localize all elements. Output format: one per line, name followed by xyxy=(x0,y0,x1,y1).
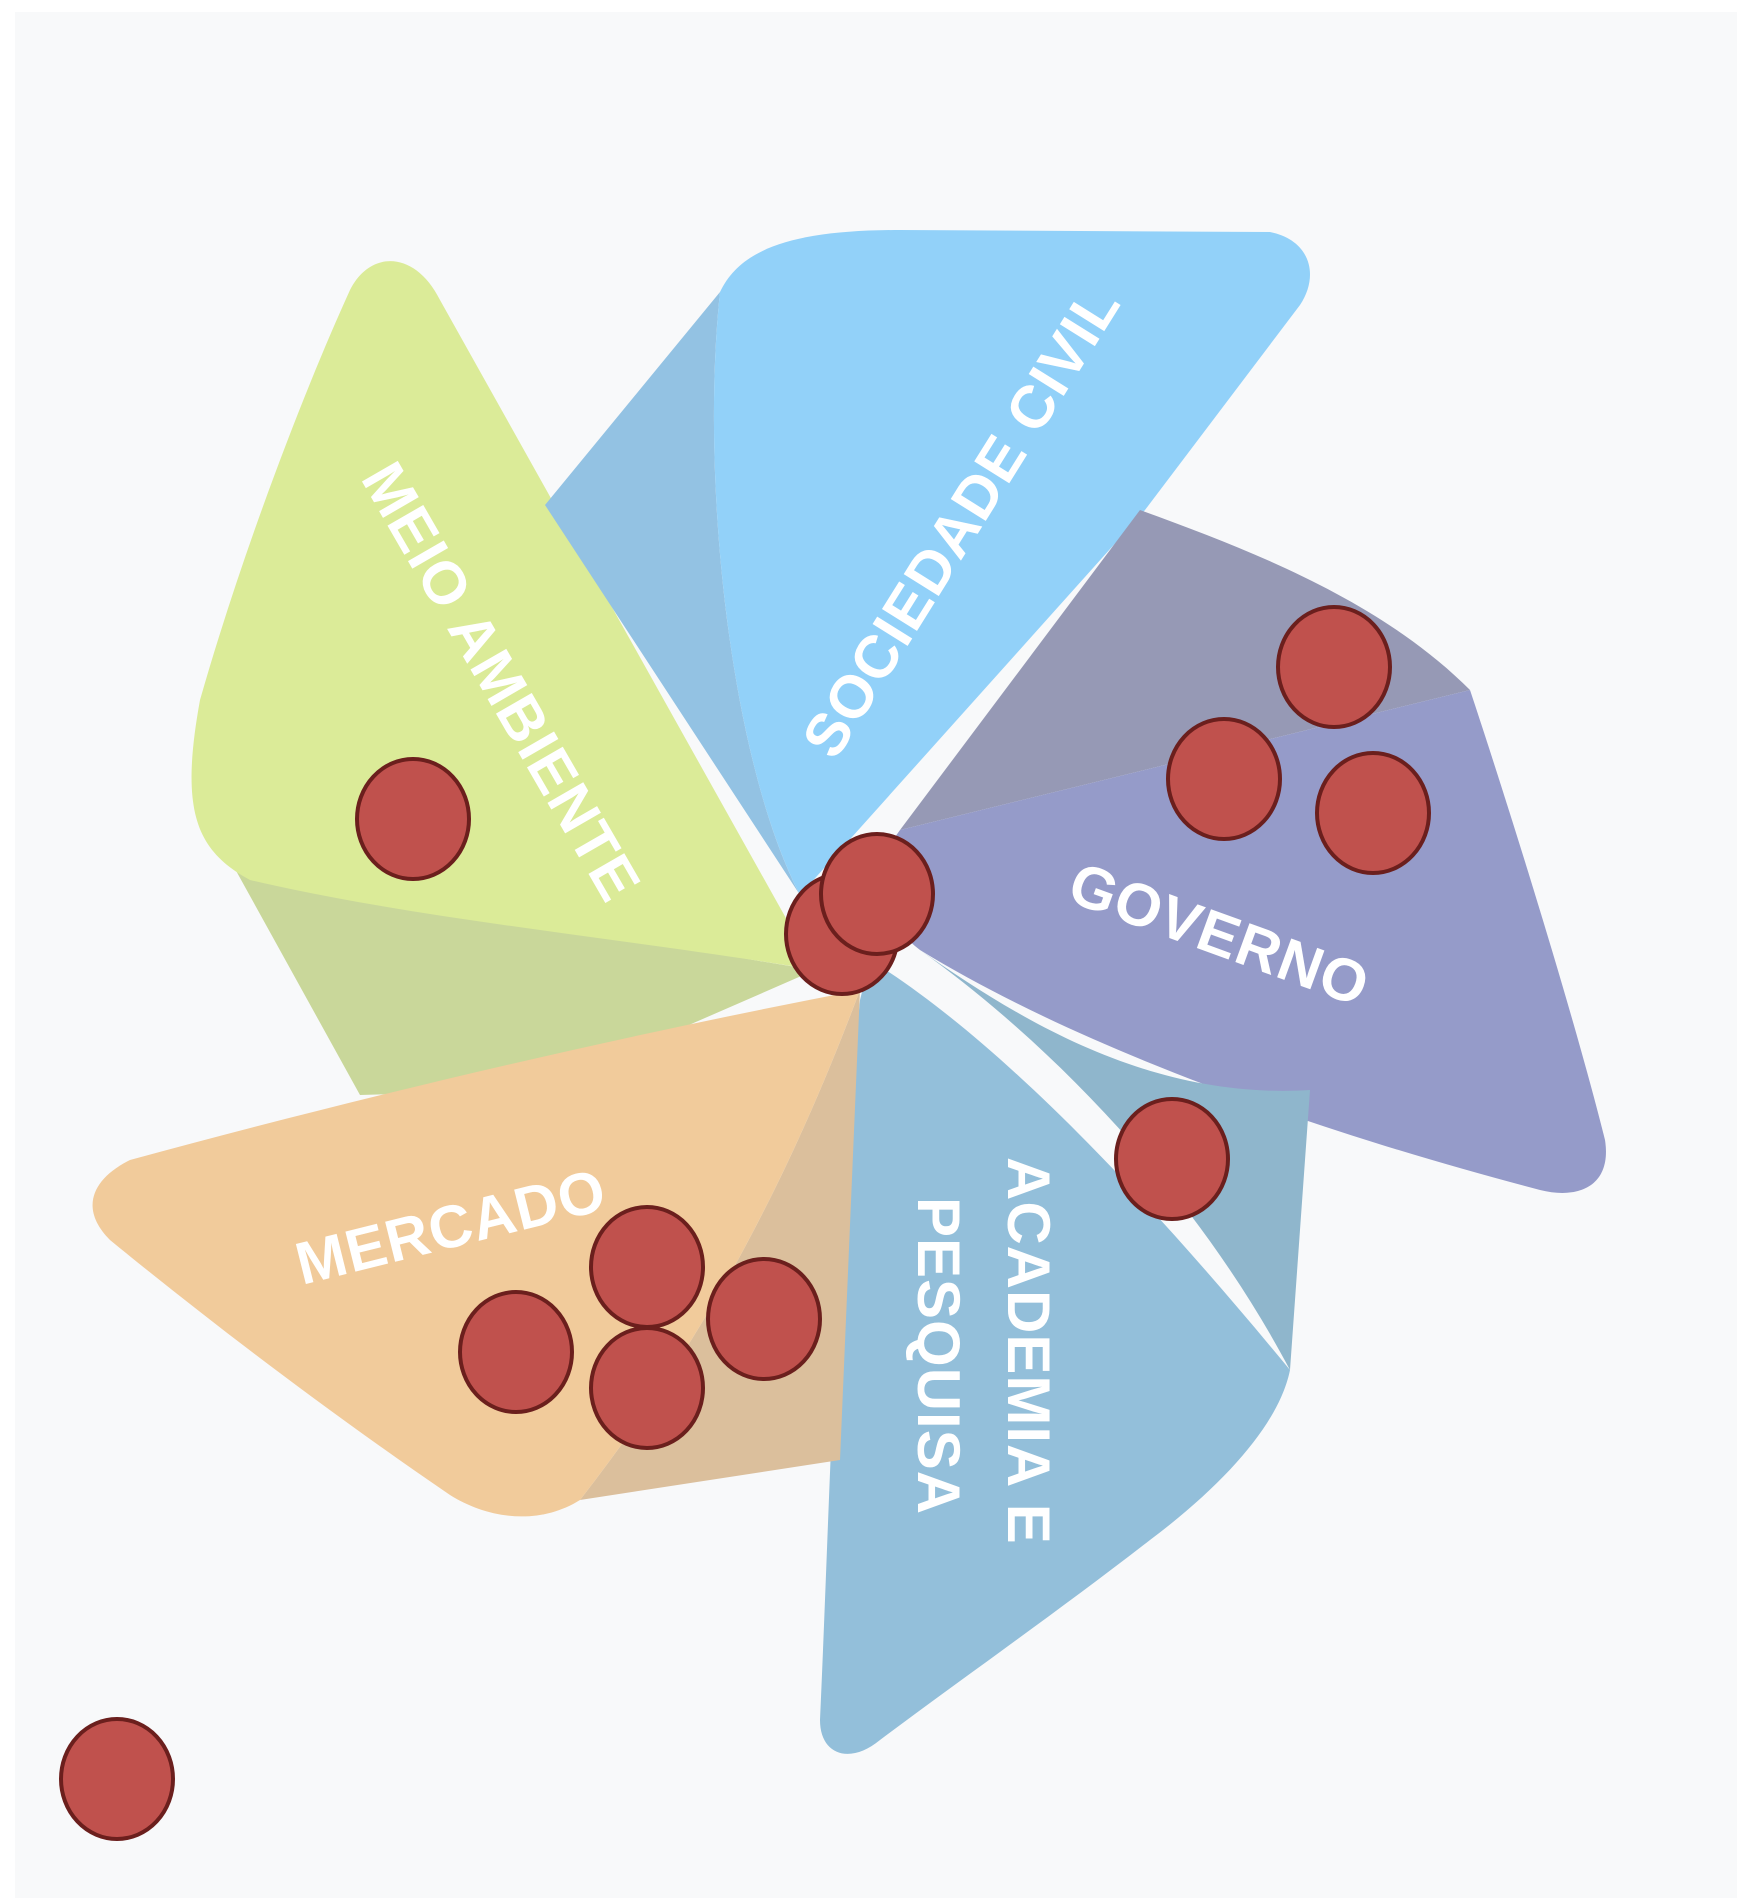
label-academia-line2: PESQUISA xyxy=(905,1197,972,1515)
marker-dot xyxy=(355,757,471,881)
marker-dot xyxy=(819,832,935,956)
blade-academia-fold xyxy=(920,950,1310,1370)
marker-dot xyxy=(589,1326,705,1450)
marker-dot xyxy=(589,1205,705,1329)
marker-dot xyxy=(59,1717,175,1841)
dots-layer xyxy=(59,605,1431,1841)
blade-academia-pesquisa: ACADEMIA E PESQUISA xyxy=(820,950,1310,1754)
marker-dot xyxy=(1315,751,1431,875)
blade-academia-face xyxy=(820,960,1290,1754)
blade-governo-fold xyxy=(900,510,1470,830)
blade-mercado-face xyxy=(92,990,861,1517)
label-academia-line1: ACADEMIA E xyxy=(995,1157,1062,1545)
blade-meio-ambiente-face xyxy=(191,261,816,970)
marker-dot xyxy=(1166,717,1282,841)
blade-sociedade-civil-face xyxy=(713,230,1310,895)
marker-dot xyxy=(458,1290,574,1414)
marker-dot xyxy=(1276,605,1392,729)
blade-sociedade-civil-fold xyxy=(545,292,800,895)
marker-dot xyxy=(1114,1097,1230,1221)
marker-dot xyxy=(706,1257,822,1381)
blade-meio-ambiente: MEIO AMBIENTE xyxy=(191,261,816,1095)
